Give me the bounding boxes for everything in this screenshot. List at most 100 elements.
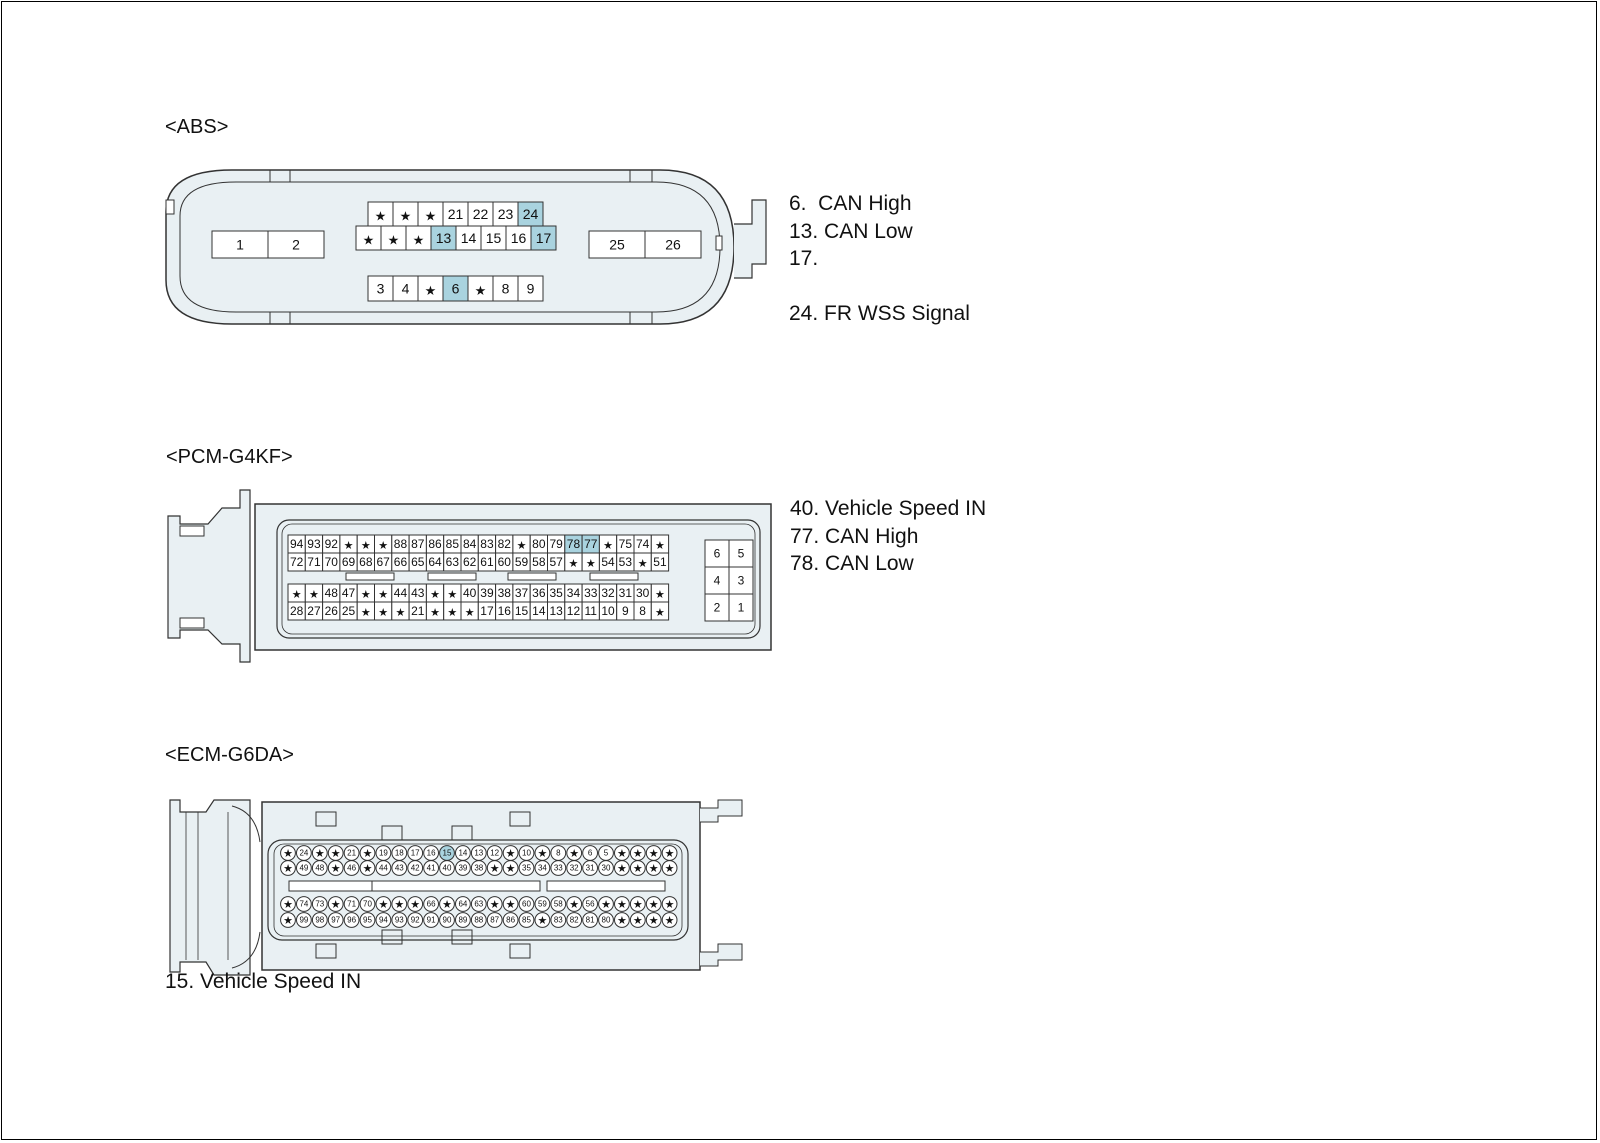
ecm-key-bar	[371, 880, 541, 892]
abs-pin-label-star: ★	[413, 233, 425, 248]
ecm-pin-42	[407, 860, 424, 876]
ecm-tab	[381, 825, 403, 841]
pcm-pin-label-star: ★	[292, 589, 302, 601]
ecm-pin-label-39: 39	[458, 864, 467, 873]
abs-pin-label-star: ★	[363, 233, 375, 248]
ecm-pin-93	[391, 912, 408, 928]
ecm-pin-label-92: 92	[411, 916, 420, 925]
ecm-pin-blank	[614, 896, 630, 912]
ecm-pin-label-70: 70	[363, 900, 372, 909]
ecm-tab	[315, 811, 337, 827]
pcm-pin-label-74: 74	[636, 537, 650, 551]
ecm-pin-70	[359, 896, 376, 912]
ecm-housing-inner	[267, 839, 689, 941]
abs-pin-label-21: 21	[448, 206, 464, 222]
abs-pin-label-1: 1	[236, 237, 244, 253]
abs-pin-cell-blank	[355, 225, 382, 251]
ecm-pin-blank	[502, 896, 519, 912]
pcm-pin-label-39: 39	[480, 586, 494, 600]
pcm-connector-title: <PCM-G4KF>	[166, 446, 293, 468]
ecm-pin-label-star: ★	[569, 899, 579, 911]
pcm-pin-label-66: 66	[394, 555, 408, 569]
pcm-side-pin-cell-5	[728, 539, 754, 568]
ecm-pin-label-56: 56	[586, 900, 595, 909]
pcm-pin-label-28: 28	[290, 604, 304, 618]
ecm-pin-blank	[629, 860, 646, 876]
ecm-pin-85	[518, 912, 535, 928]
abs-pin-cell-17	[530, 225, 557, 251]
ecm-pin-label-star: ★	[490, 899, 500, 911]
ecm-pin-label-18: 18	[395, 849, 404, 858]
ecm-pin-label-24: 24	[299, 849, 308, 858]
ecm-pin-label-star: ★	[331, 899, 341, 911]
ecm-pin-label-star: ★	[442, 899, 452, 911]
ecm-clip	[700, 799, 743, 823]
ecm-pin-blank	[327, 896, 344, 912]
pcm-pin-label-star: ★	[430, 607, 440, 619]
pcm-housing-inner2	[281, 523, 756, 635]
ecm-pin-label-star: ★	[617, 899, 627, 911]
ecm-pin-label-star: ★	[665, 899, 675, 911]
abs-pin-cell-blank	[405, 225, 432, 251]
ecm-pin-label-star: ★	[394, 899, 404, 911]
abs-legend-line-fr-wss: 24. FR WSS Signal	[789, 302, 970, 325]
pcm-pin-label-93: 93	[307, 537, 321, 551]
pcm-pin-label-63: 63	[446, 555, 460, 569]
ecm-pin-label-star: ★	[331, 848, 341, 860]
pcm-side-pin-label-4: 4	[714, 574, 721, 588]
ecm-pin-label-star: ★	[315, 848, 325, 860]
ecm-pin-label-star: ★	[633, 848, 643, 860]
pcm-pin-label-43: 43	[411, 586, 425, 600]
ecm-pin-label-star: ★	[633, 863, 643, 875]
pcm-pin-label-33: 33	[584, 586, 598, 600]
pcm-pin-label-star: ★	[361, 540, 371, 552]
ecm-plug	[169, 799, 251, 976]
abs-pin-label-4: 4	[402, 281, 410, 297]
ecm-pin-99	[296, 912, 312, 928]
ecm-pin-64	[455, 896, 471, 912]
pcm-pin-label-61: 61	[480, 555, 494, 569]
ecm-pin-label-star: ★	[283, 915, 293, 927]
pcm-pin-label-star: ★	[378, 540, 388, 552]
abs-pin-label-star: ★	[475, 283, 487, 298]
abs-pin-label-23: 23	[498, 206, 514, 222]
pcm-pin-label-54: 54	[601, 555, 615, 569]
abs-pin-label-22: 22	[473, 206, 489, 222]
ecm-pin-87	[486, 912, 503, 928]
pcm-pin-label-87: 87	[411, 537, 425, 551]
pcm-pin-label-79: 79	[549, 537, 563, 551]
ecm-pin-label-60: 60	[522, 900, 531, 909]
ecm-pin-label-71: 71	[347, 900, 356, 909]
ecm-pin-label-star: ★	[506, 848, 516, 860]
ecm-pin-32	[566, 860, 583, 876]
pcm-legend-line-can-high: 77. CAN High	[790, 524, 919, 548]
pcm-pin-label-21: 21	[411, 604, 425, 618]
ecm-pin-89	[455, 912, 471, 928]
ecm-pin-blank	[280, 896, 296, 912]
ecm-pin-blank	[359, 860, 376, 876]
ecm-pin-label-48: 48	[315, 864, 324, 873]
ecm-pin-label-star: ★	[363, 863, 373, 875]
ecm-pin-label-16: 16	[427, 849, 436, 858]
pcm-pin-cell-blank	[650, 601, 670, 621]
abs-legend-line-17: 17.	[789, 247, 819, 270]
pcm-pin-label-57: 57	[549, 555, 563, 569]
pcm-pin-label-star: ★	[309, 589, 319, 601]
ecm-pin-label-6: 6	[588, 849, 593, 858]
ecm-pin-blank	[661, 912, 678, 928]
ecm-pin-33	[550, 860, 567, 876]
ecm-pin-label-95: 95	[363, 916, 372, 925]
ecm-pin-blank	[486, 860, 503, 876]
ecm-pin-blank	[598, 896, 614, 912]
pcm-plug-slot	[179, 617, 205, 629]
ecm-pin-blank	[645, 860, 662, 876]
ecm-pin-31	[582, 860, 598, 876]
abs-pin-cell-22	[467, 201, 494, 227]
pcm-pin-label-86: 86	[428, 537, 442, 551]
pcm-pin-label-13: 13	[549, 604, 563, 618]
pcm-pin-label-94: 94	[290, 537, 304, 551]
pcm-pin-label-71: 71	[307, 555, 321, 569]
ecm-pin-38	[470, 860, 487, 876]
pcm-pin-label-70: 70	[325, 555, 339, 569]
